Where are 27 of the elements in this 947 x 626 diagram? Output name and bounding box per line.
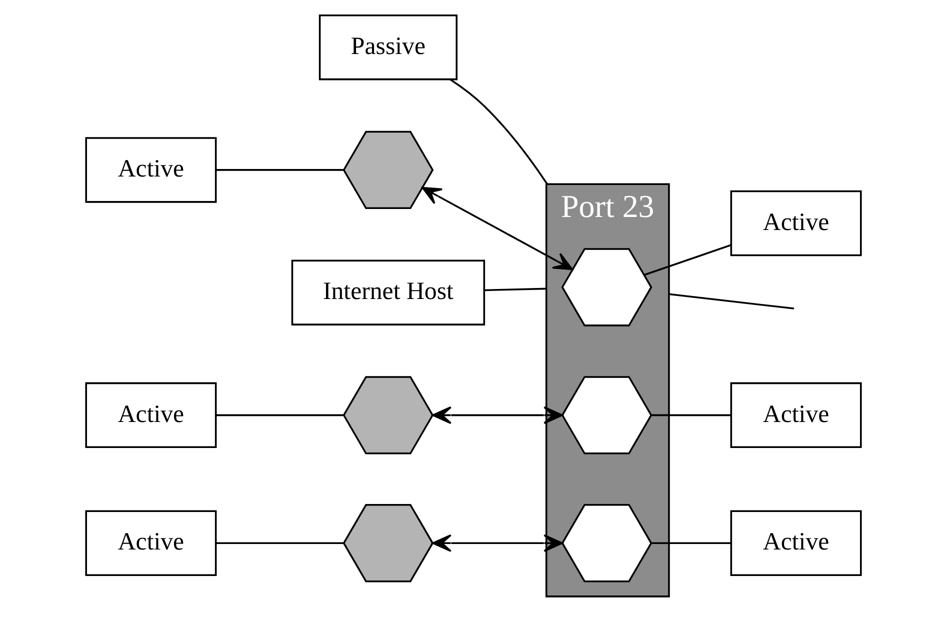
node-hexagon (561, 248, 652, 326)
node-box: Active (730, 510, 862, 576)
connector (652, 542, 731, 544)
node-box: Internet Host (291, 260, 486, 326)
node-box: Active (85, 382, 217, 448)
node-box: Active (85, 137, 217, 203)
connector (644, 244, 732, 276)
node-box: Active (85, 510, 217, 576)
connector (652, 414, 731, 416)
arrow (432, 406, 563, 424)
node-hexagon (342, 504, 434, 582)
cluster: Port 23 (545, 183, 670, 598)
node-hexagon (561, 504, 652, 582)
node-box: Active (730, 382, 862, 448)
connector (450, 78, 548, 185)
node-hexagon (342, 376, 434, 454)
connector (216, 542, 344, 544)
connector (668, 293, 794, 310)
connector (484, 288, 546, 292)
node-box: Passive (318, 14, 458, 80)
node-hexagon (561, 376, 652, 454)
connector (216, 169, 344, 171)
node-hexagon (342, 130, 434, 210)
connector (216, 414, 344, 416)
arrow (432, 534, 563, 552)
node-box: Active (730, 190, 862, 256)
arrow (422, 186, 573, 270)
